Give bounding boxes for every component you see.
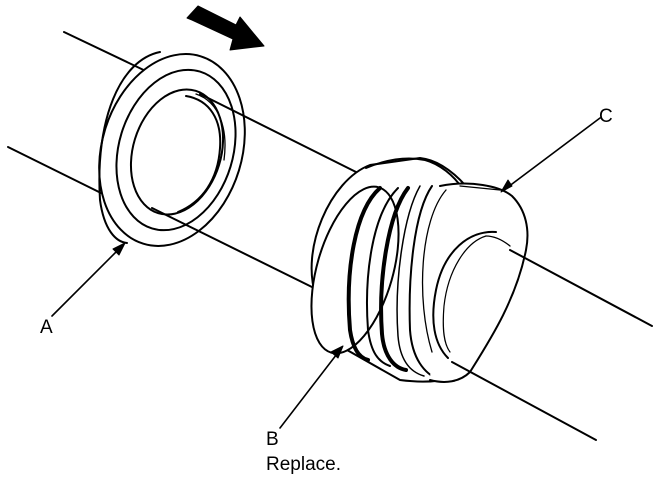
shaft-bottom-line-mid (151, 207, 319, 291)
shaft-top-line-left (63, 31, 153, 75)
shaft-bottom-line-right (451, 361, 597, 441)
ring-a (98, 51, 246, 247)
shaft-bottom-line-left (7, 146, 102, 194)
leader-a (51, 245, 123, 317)
label-b: B (266, 429, 279, 450)
label-a: A (40, 317, 53, 338)
leader-c (503, 117, 601, 191)
direction-arrow-icon (186, 5, 265, 51)
shaft-top-line-mid (199, 93, 365, 177)
shaft-top-line-right (509, 249, 653, 327)
label-b-note: Replace. (266, 454, 341, 475)
leader-b (279, 349, 341, 429)
seal-assembly (310, 157, 529, 383)
label-c: C (599, 106, 613, 127)
